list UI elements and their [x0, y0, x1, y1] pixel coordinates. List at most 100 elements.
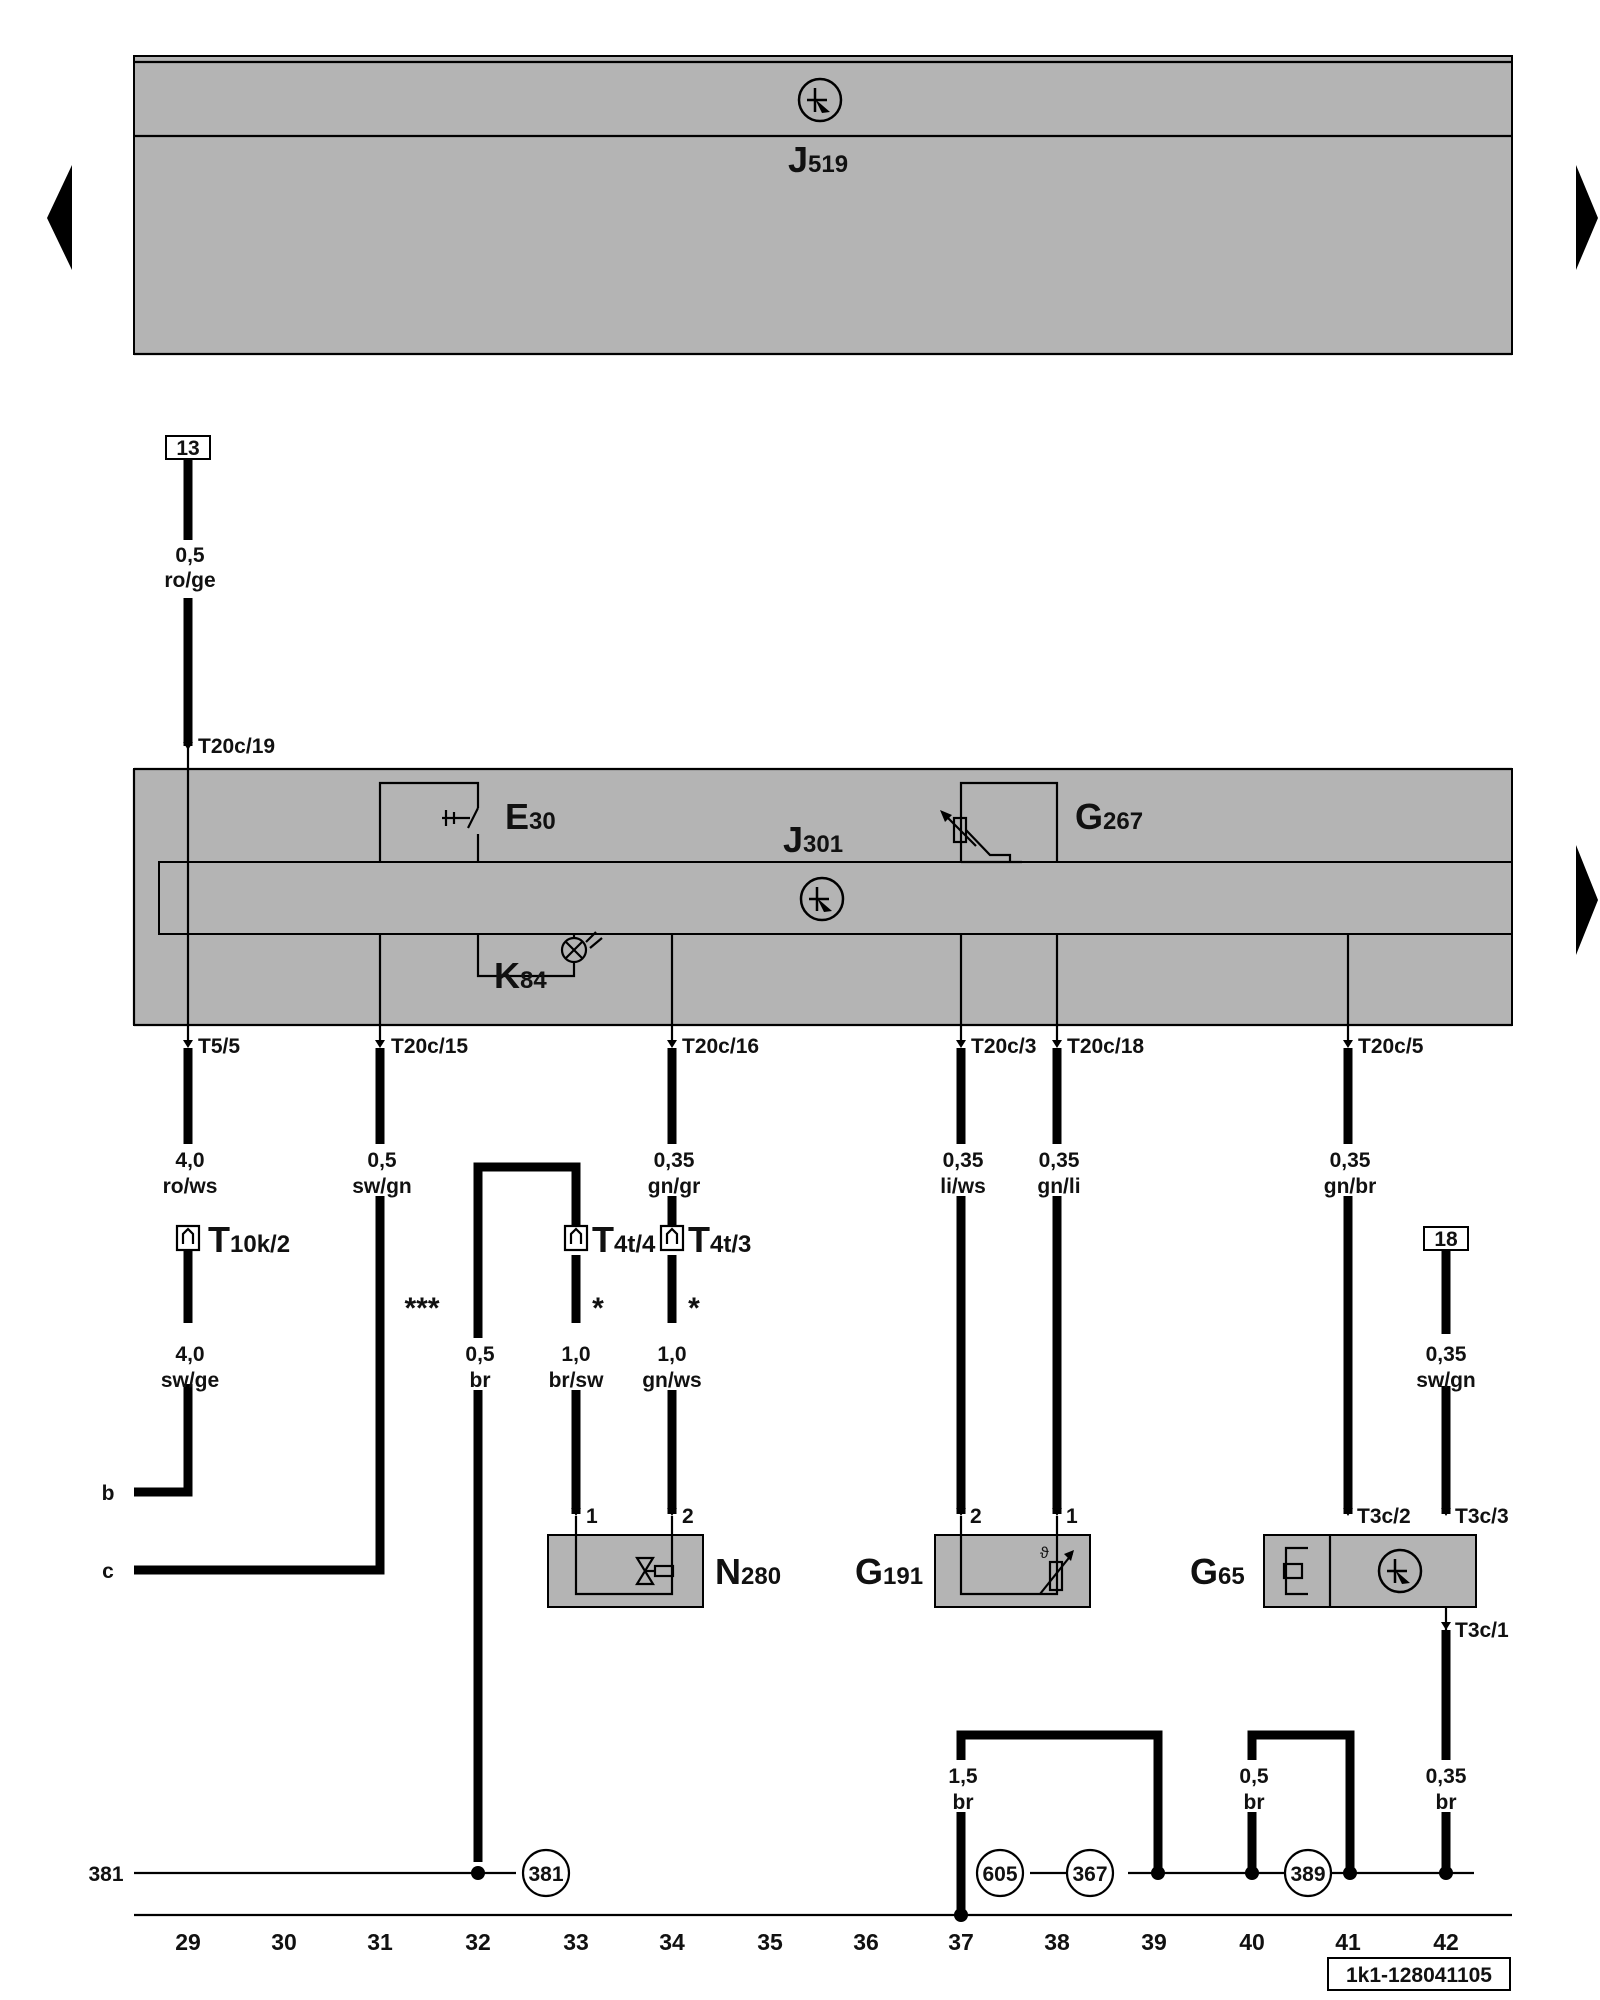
e30-label: E30 [505, 796, 556, 837]
svg-text:gn/li: gn/li [1037, 1175, 1080, 1198]
svg-text:1: 1 [586, 1505, 598, 1528]
ground-point-367: 367 [1065, 1848, 1115, 1898]
column-number: 40 [1239, 1929, 1265, 1955]
j519-label: J519 [788, 139, 848, 180]
svg-text:2: 2 [682, 1505, 694, 1528]
svg-text:0,5: 0,5 [465, 1343, 495, 1366]
connector-t10k2: T10k/2 [175, 1219, 290, 1260]
svg-text:G65: G65 [1190, 1551, 1245, 1592]
svg-text:367: 367 [1072, 1863, 1107, 1886]
svg-text:1,0: 1,0 [561, 1343, 590, 1366]
svg-text:sw/ge: sw/ge [161, 1369, 219, 1392]
wires-lower [134, 1048, 1512, 1917]
wire-size-label: 0,5 [175, 544, 205, 567]
svg-text:0,5: 0,5 [1239, 1765, 1269, 1788]
svg-text:br: br [1244, 1791, 1265, 1814]
svg-text:ϑ: ϑ [1040, 1545, 1049, 1562]
svg-text:T5/5: T5/5 [198, 1035, 240, 1058]
lamp-k84: K84 [476, 931, 603, 996]
svg-text:1,0: 1,0 [657, 1343, 686, 1366]
column-number: 31 [367, 1929, 393, 1955]
svg-text:4,0: 4,0 [175, 1343, 204, 1366]
nav-arrow-right-lower-icon[interactable] [1576, 845, 1598, 955]
svg-text:gn/ws: gn/ws [642, 1369, 702, 1392]
svg-text:0,35: 0,35 [654, 1149, 695, 1172]
svg-text:br: br [953, 1791, 974, 1814]
svg-text:ro/ws: ro/ws [163, 1175, 218, 1198]
svg-text:T20c/15: T20c/15 [391, 1035, 468, 1058]
svg-text:li/ws: li/ws [940, 1175, 986, 1198]
column-number: 30 [271, 1929, 297, 1955]
column-number: 35 [757, 1929, 783, 1955]
ground-point-389: 389 [1283, 1848, 1333, 1898]
svg-text:0,35: 0,35 [1426, 1343, 1467, 1366]
footnote-marker: * [592, 1292, 604, 1325]
sender-g65: T3c/2 T3c/3 T3c/1 G65 [1190, 1505, 1509, 1642]
svg-text:1k1-128041105: 1k1-128041105 [1346, 1964, 1492, 1987]
connector-t4t3: T4t/3 [659, 1219, 751, 1260]
column-number: 38 [1044, 1929, 1070, 1955]
svg-text:T20c/19: T20c/19 [198, 735, 275, 758]
svg-text:2: 2 [970, 1505, 982, 1528]
ground-point-605: 605 [975, 1848, 1025, 1898]
svg-text:18: 18 [1434, 1228, 1458, 1251]
nav-arrow-right-icon[interactable] [1576, 165, 1598, 270]
ground-point-381: 381 [521, 1848, 571, 1898]
wire-color-label: ro/ge [164, 569, 215, 592]
svg-text:gn/br: gn/br [1324, 1175, 1377, 1198]
thermistor-icon: ϑ [1039, 1545, 1074, 1595]
j301-label: J301 [783, 819, 843, 860]
column-number: 37 [948, 1929, 974, 1955]
svg-text:0,35: 0,35 [1426, 1765, 1467, 1788]
k84-label: K84 [494, 955, 547, 996]
svg-text:0,35: 0,35 [943, 1149, 984, 1172]
svg-text:T4t/4: T4t/4 [592, 1219, 656, 1260]
switch-e30: E30 [378, 781, 556, 862]
valve-n280: 1 2 N280 [547, 1505, 781, 1608]
pressure-sensor-icon [1282, 1546, 1308, 1596]
svg-text:sw/gn: sw/gn [1416, 1369, 1476, 1392]
svg-text:sw/gn: sw/gn [352, 1175, 412, 1198]
control-unit-j519: J519 [133, 55, 1513, 356]
nav-arrow-left-icon[interactable] [47, 165, 72, 270]
control-unit-j301: J301 E30 G267 [132, 746, 1513, 1040]
line-label-b: b [102, 1482, 115, 1505]
svg-text:381: 381 [528, 1863, 563, 1886]
svg-text:0,35: 0,35 [1039, 1149, 1080, 1172]
ref-box-13: 13 [165, 435, 211, 460]
electronic-symbol-icon [1377, 1548, 1423, 1594]
svg-text:4,0: 4,0 [175, 1149, 204, 1172]
column-number: 42 [1433, 1929, 1459, 1955]
svg-text:br: br [1436, 1791, 1457, 1814]
svg-text:605: 605 [982, 1863, 1017, 1886]
footnote-marker: *** [404, 1292, 439, 1325]
ref-box-18: 18 [1423, 1226, 1469, 1251]
column-number: 39 [1141, 1929, 1167, 1955]
svg-text:0,5: 0,5 [367, 1149, 397, 1172]
wire-labels: 4,0 ro/ws 4,0 sw/ge 0,5 sw/gn 0,5 br 1,0… [148, 1144, 1486, 1814]
svg-text:0,35: 0,35 [1330, 1149, 1371, 1172]
svg-text:T20c/16: T20c/16 [682, 1035, 759, 1058]
column-number: 33 [563, 1929, 589, 1955]
svg-text:389: 389 [1290, 1863, 1325, 1886]
junction-dots [471, 1866, 1453, 1922]
svg-text:T3c/2: T3c/2 [1357, 1505, 1411, 1528]
sensor-g191: 2 1 ϑ G191 [855, 1505, 1091, 1608]
svg-text:1: 1 [1066, 1505, 1078, 1528]
svg-text:gn/gr: gn/gr [648, 1175, 701, 1198]
connector-t4t4: T4t/4 [563, 1219, 656, 1260]
footnote-marker: * [688, 1292, 700, 1325]
column-number: 41 [1335, 1929, 1361, 1955]
electronic-symbol-icon [797, 77, 843, 123]
column-number: 36 [853, 1929, 879, 1955]
line-label-381: 381 [88, 1863, 123, 1886]
svg-text:T3c/1: T3c/1 [1455, 1619, 1509, 1642]
sensor-g267: G267 [940, 781, 1143, 864]
svg-text:T20c/3: T20c/3 [971, 1035, 1036, 1058]
valve-icon [635, 1556, 675, 1586]
svg-text:T3c/3: T3c/3 [1455, 1505, 1509, 1528]
footer-code: 1k1-128041105 [1327, 1957, 1511, 1991]
pin-labels: T20c/19 T5/5 T20c/15 T20c/16 T20c/3 T20c… [183, 735, 1424, 1058]
